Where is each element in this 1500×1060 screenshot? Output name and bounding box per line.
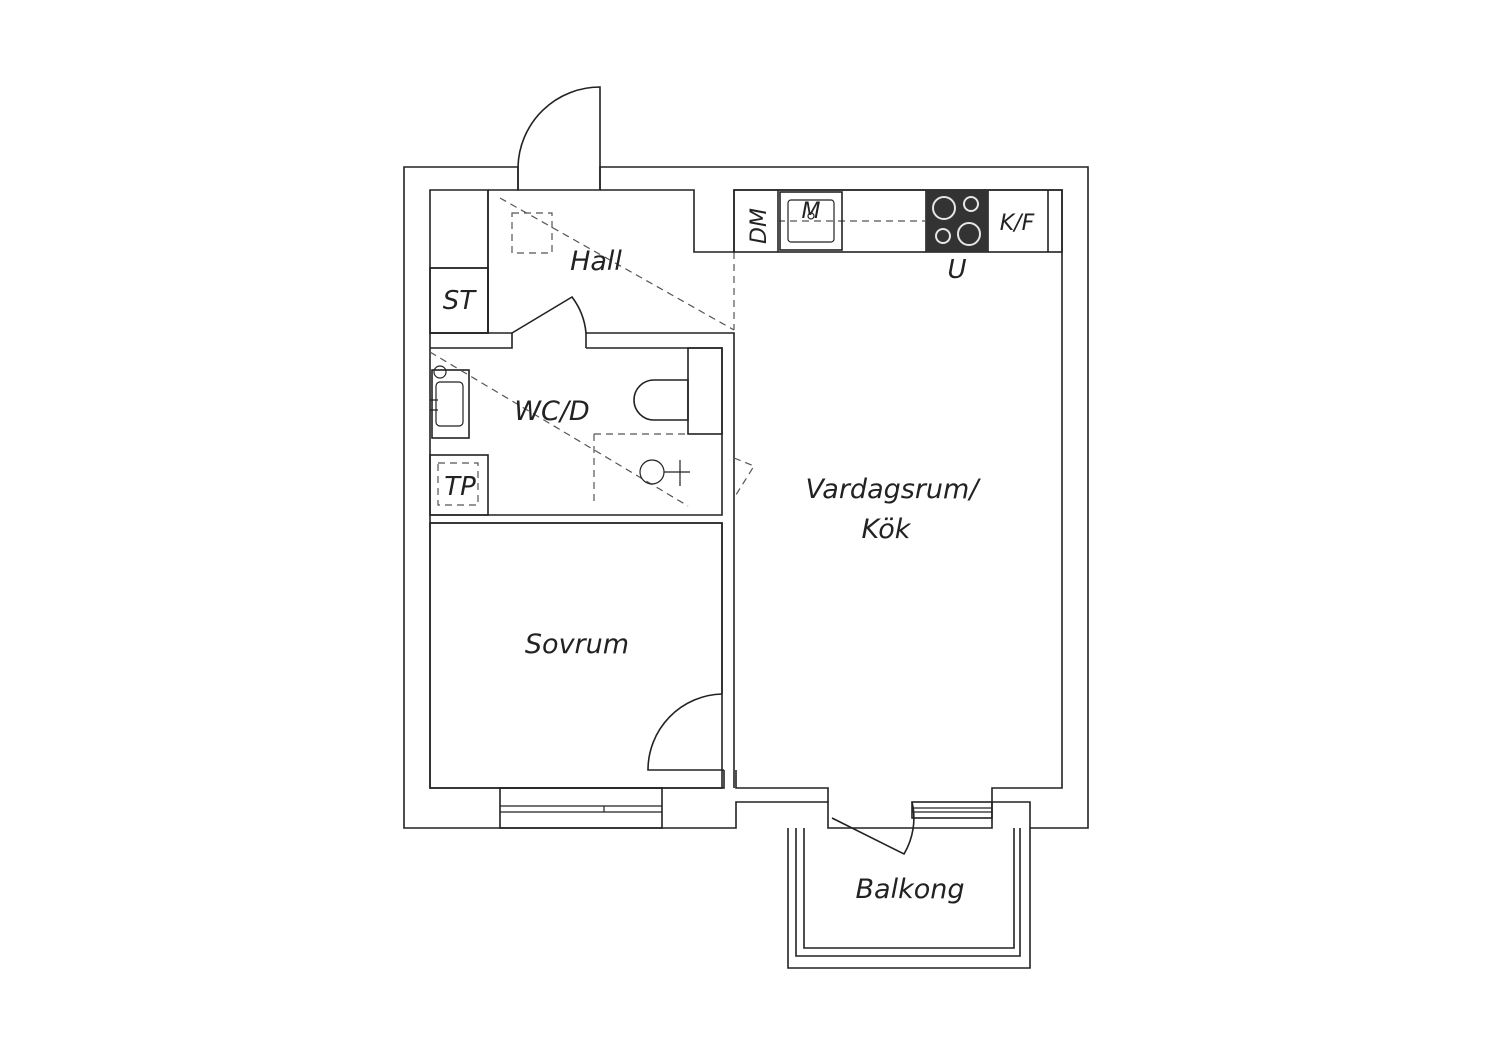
sink-icon [431,369,470,439]
kitchen-sink-icon [779,191,843,251]
bedroom-window [499,787,663,829]
balcony-label: Balkong [856,874,965,905]
balcony-window-panes [912,807,992,813]
hall-label: Hall [570,246,622,277]
wc-walls [430,332,735,788]
bedroom-window-panes [500,805,662,813]
shower-mixer-icon [664,460,690,486]
living-room-label: Vardagsrum/ [806,474,982,505]
hob-icon [957,222,981,246]
oven-label: U [947,255,966,285]
shower-area [429,351,689,507]
bedroom-door [647,693,724,771]
hall-dashed-box [511,212,553,254]
tp-label: TP [444,472,476,502]
sink-bowl [435,381,464,427]
wc-label: WC/D [514,396,589,427]
kitchen-drain-icon [807,212,815,220]
tp-cupboard [429,454,489,516]
balcony-railing [787,828,1031,969]
toilet-icon [633,379,689,421]
wc-door [511,295,587,334]
storage-st-label: ST [443,286,478,316]
hob-icon [935,228,951,244]
hob-icon [932,196,956,220]
microwave-label: M [802,199,821,224]
tp-dashed [437,462,479,506]
stove-icon [926,190,988,252]
kitchen-counter [733,189,1063,253]
hall-dashed-diagonal [499,197,735,331]
fridge-freezer-label: K/F [1000,211,1035,236]
kitchen-sink-bowl [787,199,835,243]
faucet-icon [433,365,447,379]
bedroom-label: Sovrum [525,629,629,660]
hob-icon [963,196,979,212]
kitchen-room-label: Kök [862,514,912,545]
entrance-door [517,86,601,190]
sink-tap [430,399,438,411]
outer-wall [403,166,1089,829]
balcony-window [911,801,993,819]
dishwasher-label: DM [747,208,772,244]
